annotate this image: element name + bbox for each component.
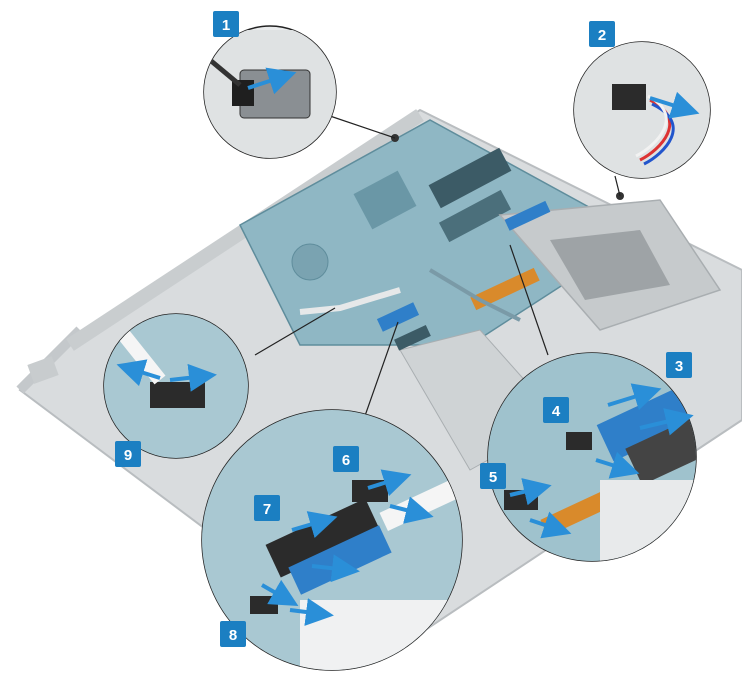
callout-badge-1: 1	[213, 11, 239, 37]
callout-number: 9	[124, 447, 132, 464]
direction-arrow-icon	[607, 383, 662, 411]
callout-number: 5	[489, 469, 497, 486]
number-badge-icon	[480, 463, 506, 489]
number-badge-icon	[220, 621, 246, 647]
callout-number: 3	[675, 358, 683, 375]
callout-number: 8	[229, 627, 237, 644]
leader-lines	[254, 115, 621, 431]
direction-arrow-icon	[169, 363, 217, 392]
direction-arrow-icon	[291, 511, 338, 538]
callout-badge-5: 5	[480, 463, 506, 489]
number-badge-icon	[543, 397, 569, 423]
direction-arrow-icon	[509, 478, 552, 506]
main-cables	[299, 134, 624, 351]
callout-badge-2: 2	[589, 21, 615, 47]
direction-arrow-icon	[261, 579, 299, 606]
callout-number: 4	[552, 403, 561, 420]
magnifier-1	[203, 25, 337, 159]
number-badge-icon	[589, 21, 615, 47]
callout-badge-9: 9	[115, 441, 141, 467]
magnifier-6-7-8	[201, 409, 463, 671]
number-badge-icon	[115, 441, 141, 467]
callout-badge-6: 6	[333, 446, 359, 472]
magnifier-2	[573, 41, 711, 179]
callout-number: 6	[342, 452, 350, 469]
direction-arrow-icon	[116, 359, 161, 387]
direction-arrow-icon	[389, 496, 434, 524]
callout-badge-7: 7	[254, 495, 280, 521]
number-badge-icon	[666, 352, 692, 378]
callout-number: 7	[263, 501, 271, 518]
magnifier-9	[103, 313, 249, 459]
direction-arrow-icon	[595, 451, 640, 479]
number-badge-icon	[333, 446, 359, 472]
system-board	[239, 119, 642, 346]
direction-arrow-icon	[367, 469, 412, 497]
callout-badge-8: 8	[220, 621, 246, 647]
number-badge-icon	[213, 11, 239, 37]
callout-number: 2	[598, 27, 606, 44]
callout-badge-3: 3	[666, 352, 692, 378]
callout-badge-4: 4	[543, 397, 569, 423]
direction-arrow-icon	[639, 408, 694, 436]
direction-arrow-icon	[247, 67, 297, 95]
direction-arrow-icon	[289, 598, 334, 626]
direction-arrow-icon	[311, 554, 360, 583]
direction-arrow-icon	[529, 511, 572, 539]
number-badge-icon	[254, 495, 280, 521]
magnifier-3-4-5	[487, 352, 697, 562]
direction-arrow-icon	[649, 91, 700, 119]
callout-number: 1	[222, 17, 230, 34]
